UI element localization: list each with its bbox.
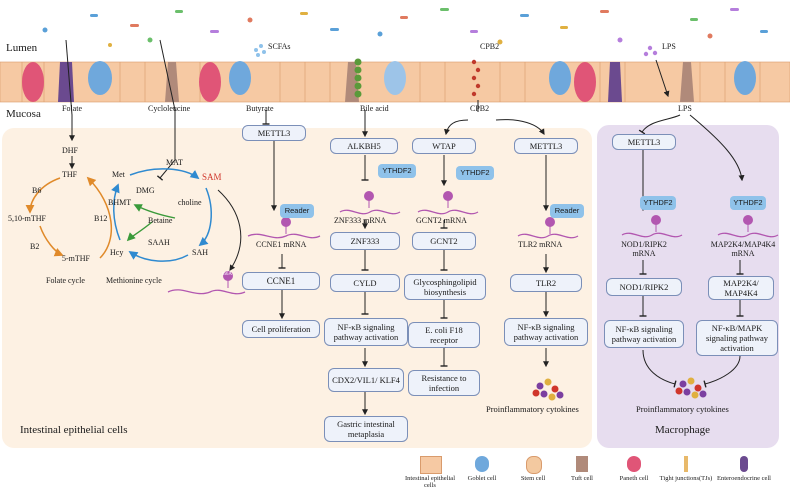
thf-label: THF bbox=[62, 170, 78, 179]
mac-writer-box: METTL3 bbox=[612, 134, 676, 150]
cpb2-label: CPB2 bbox=[470, 104, 490, 113]
col4-writer-box: METTL3 bbox=[514, 138, 578, 154]
mthf5-label: 5-mTHF bbox=[62, 254, 90, 263]
mac-mrna-right-label: MAP2K4/MAP4K4 mRNA bbox=[710, 240, 776, 258]
col2-eraser-box: ALKBH5 bbox=[330, 138, 398, 154]
lumen-microbes bbox=[42, 8, 768, 47]
legend-tj: Tight junctions(TJs) bbox=[659, 475, 713, 482]
cycloleucine-label: Cycloleucine bbox=[148, 104, 191, 113]
bile-acid-particles bbox=[354, 58, 362, 98]
cytokines-epithelial bbox=[532, 378, 564, 401]
choline-label: choline bbox=[178, 198, 202, 207]
macrophage-label: Macrophage bbox=[655, 424, 710, 436]
b6-label: B6 bbox=[32, 186, 42, 195]
lps-label: LPS bbox=[678, 104, 692, 113]
col4-target-box: TLR2 bbox=[510, 274, 582, 292]
mucosa-label: Mucosa bbox=[6, 108, 41, 120]
legend-epithelial: Intestinal epithelial cells bbox=[405, 475, 455, 489]
legend-stem: Stem cell bbox=[520, 475, 546, 482]
sam-label: SAM bbox=[202, 172, 222, 182]
legend-swatch-epithelial bbox=[420, 456, 442, 474]
col4-reader-tag: Reader bbox=[550, 204, 584, 218]
b12-label: B12 bbox=[94, 214, 108, 223]
col1-reader-tag: Reader bbox=[280, 204, 314, 218]
epithelial-label: Intestinal epithelial cells bbox=[20, 424, 128, 436]
mat-label: MAT bbox=[166, 158, 183, 167]
legend-swatch-tuft bbox=[576, 456, 588, 472]
scfas-label: SCFAs bbox=[268, 42, 291, 51]
legend-goblet: Goblet cell bbox=[467, 475, 497, 482]
mac-target-right-box: MAP2K4/ MAP4K4 bbox=[708, 276, 774, 300]
col2-pathway-box: NF-κB signaling pathway activation bbox=[324, 318, 408, 346]
dhf-label: DHF bbox=[62, 146, 79, 155]
met-label: Met bbox=[112, 170, 125, 179]
bhmt-label: BHMT bbox=[108, 198, 132, 207]
bile-acid-label: Bile acid bbox=[360, 104, 389, 113]
col2-reader-tag: YTHDF2 bbox=[378, 164, 416, 178]
mac-target-left-box: NOD1/RIPK2 bbox=[606, 278, 682, 296]
epithelial-layer bbox=[0, 61, 790, 103]
col1-writer-box: METTL3 bbox=[242, 125, 306, 141]
legend-swatch-goblet bbox=[475, 456, 489, 472]
col2-target-box: CYLD bbox=[330, 274, 400, 292]
col3-receptor-box: E. coli F18 receptor bbox=[408, 322, 480, 348]
col1-target-box: CCNE1 bbox=[242, 272, 320, 290]
lps-top-label: LPS bbox=[662, 42, 676, 51]
m6a-label-cycle: m6A bbox=[222, 272, 232, 277]
col3-process-box: Glycosphingolipid biosynthesis bbox=[404, 274, 486, 300]
folate-cycle-label: Folate cycle bbox=[46, 276, 85, 285]
cpb2-top-label: CPB2 bbox=[480, 42, 500, 51]
col2-markers-box: CDX2/VIL1/ KLF4 bbox=[328, 368, 404, 392]
col2-mrna-label: ZNF333 mRNA bbox=[334, 216, 387, 225]
mac-reader-left-tag: YTHDF2 bbox=[640, 196, 676, 210]
col4-mrna-label: TLR2 mRNA bbox=[518, 240, 563, 249]
lumen-label: Lumen bbox=[6, 42, 38, 54]
mac-mrna-left-label: NOD1/RIPK2 mRNA bbox=[621, 240, 667, 258]
methionine-cycle-label: Methionine cycle bbox=[106, 276, 162, 285]
col3-mrna-label: GCNT2 mRNA bbox=[416, 216, 467, 225]
mac-pathway-right-box: NF-κB/MAPK signaling pathway activation bbox=[696, 320, 778, 356]
betaine-label: Betaine bbox=[148, 216, 173, 225]
sah-label: SAH bbox=[192, 248, 209, 257]
legend-swatch-stem bbox=[526, 456, 542, 474]
col3-outcome-box: Resistance to infection bbox=[408, 370, 480, 396]
col2-outcome-box: Gastric intestinal metaplasia bbox=[324, 416, 408, 442]
mac-reader-right-tag: YTHDF2 bbox=[730, 196, 766, 210]
col3-reader-tag: YTHDF2 bbox=[456, 166, 494, 180]
legend-swatch-paneth bbox=[627, 456, 641, 472]
legend-paneth: Paneth cell bbox=[619, 475, 649, 482]
col4-pathway-box: NF-κB signaling pathway activation bbox=[504, 318, 588, 346]
m6a-marks bbox=[223, 191, 753, 288]
mac-pathway-left-box: NF-κB signaling pathway activation bbox=[604, 320, 684, 348]
legend-swatch-tj bbox=[684, 456, 688, 472]
legend-tuft: Tuft cell bbox=[571, 475, 593, 482]
folate-label: Folate bbox=[62, 104, 82, 113]
lps-particles bbox=[643, 45, 658, 57]
legend-swatch-enteroendocrine bbox=[740, 456, 748, 472]
cpb2-particles bbox=[471, 59, 481, 97]
dmg-label: DMG bbox=[136, 186, 155, 195]
saah-label: SAAH bbox=[148, 238, 170, 247]
mthf510-label: 5,10-mTHF bbox=[8, 214, 46, 223]
col4-outcome-label: Proinflammatory cytokines bbox=[486, 404, 579, 414]
col2-gene-box: ZNF333 bbox=[330, 232, 400, 250]
mac-outcome-label: Proinflammatory cytokines bbox=[636, 404, 729, 414]
scfas-particles bbox=[254, 44, 266, 57]
col3-gene-box: GCNT2 bbox=[412, 232, 476, 250]
legend-enteroendocrine: Enteroendocrine cell bbox=[717, 475, 771, 482]
b2-label: B2 bbox=[30, 242, 40, 251]
butyrate-label: Butyrate bbox=[246, 104, 274, 113]
col1-outcome-box: Cell proliferation bbox=[242, 320, 320, 338]
col3-writer-box: WTAP bbox=[412, 138, 476, 154]
cytokines-macrophage bbox=[675, 377, 707, 399]
col1-mrna-label: CCNE1 mRNA bbox=[256, 240, 307, 249]
hcy-label: Hcy bbox=[110, 248, 124, 257]
